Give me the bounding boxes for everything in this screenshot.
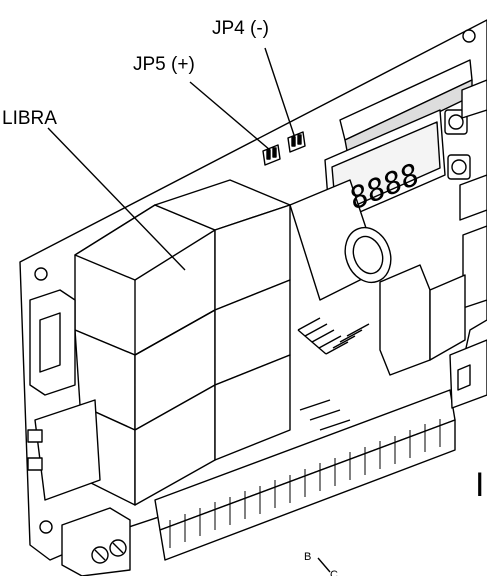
right-terminal [449,339,487,409]
side-connectors [459,79,487,309]
small-relays [379,264,466,376]
label-jp4: JP4 (-) [212,18,269,39]
edge-letter: I [475,466,484,504]
jumper-jp4 [287,131,306,153]
label-libra: LIBRA [2,108,57,129]
capacitor [289,179,392,301]
mounting-holes [34,29,476,534]
jumper-jp5 [262,144,281,166]
relay-block [74,179,291,506]
coil-spring [297,317,370,355]
push-buttons [444,109,471,180]
marker-c: C [330,569,338,576]
left-connector [27,289,101,501]
label-jp5: JP5 (+) [133,54,195,75]
bottom-terminal-block [61,507,131,577]
leader-lines [47,47,331,573]
terminal-strip [154,389,456,561]
marker-b: B [304,551,311,563]
